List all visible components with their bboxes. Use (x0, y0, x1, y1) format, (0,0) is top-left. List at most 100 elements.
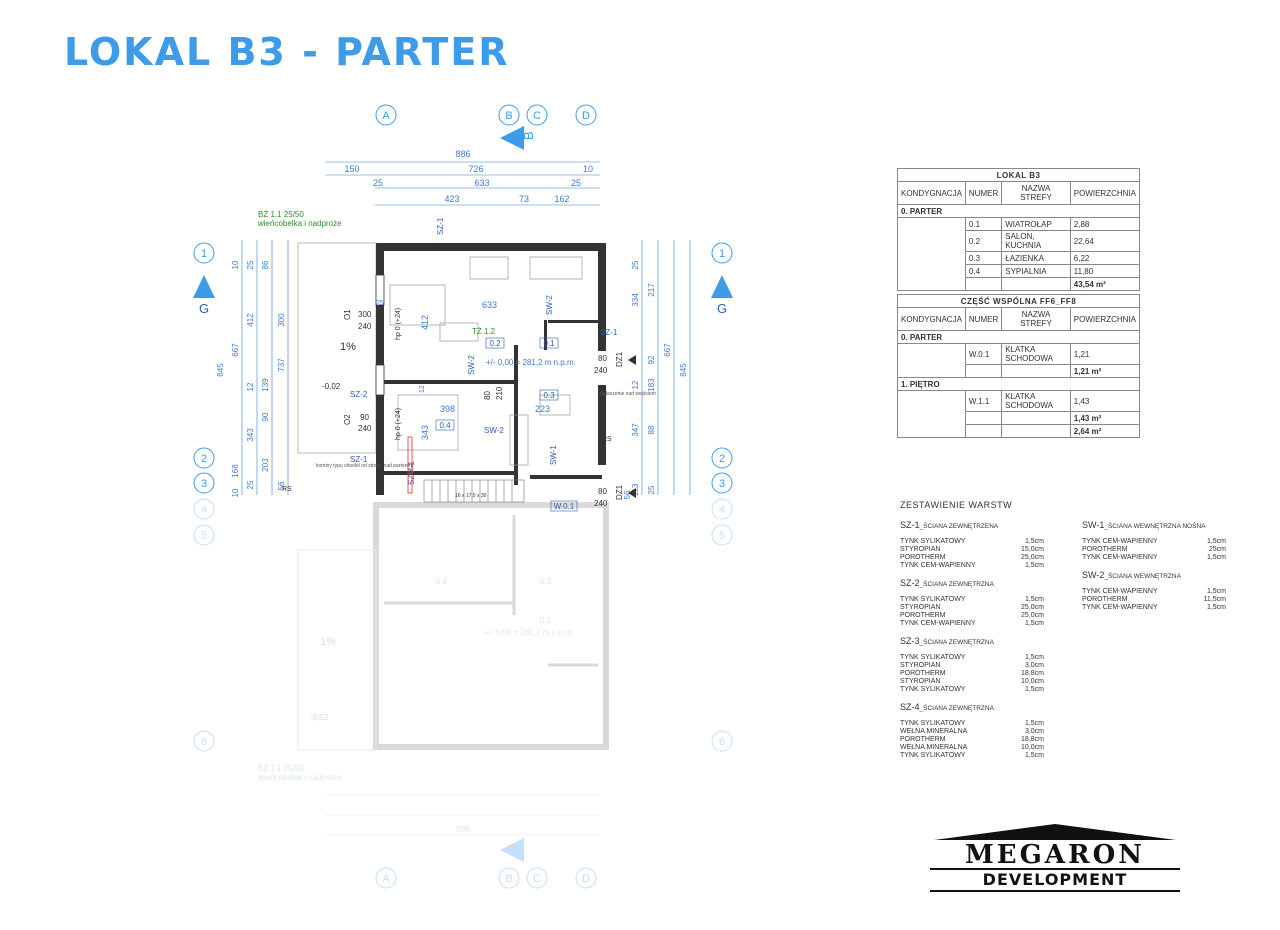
dim-left-10: 10 (231, 260, 240, 269)
dim-right-56: 56 (623, 490, 632, 499)
axis-row-6-right: 6 (711, 730, 733, 752)
col-powierzchnia: POWIERZCHNIA (1069, 181, 1141, 205)
room-dim-223: 223 (535, 404, 550, 414)
axis-row-2-left: 2 (193, 447, 215, 469)
svg-text:-0,02: -0,02 (310, 713, 329, 722)
dim-726: 726 (468, 164, 483, 174)
axis-row-5-right: 5 (711, 524, 733, 546)
col-nazwa-strefy: NAZWA STREFY (1001, 181, 1071, 205)
table-common-title: CZĘŚĆ WSPÓLNA FF6_FF8 (897, 294, 1140, 308)
level-note: +/- 0,00 = 281,2 m n.p.m. (486, 358, 576, 367)
layer-group-title: SZ-1_ŚCIANA ZEWNĘTRZENA (900, 520, 999, 530)
layer-group-title: SW-1_ŚCIANA WEWNĘTRZNA NOŚNA (1082, 520, 1206, 530)
svg-text:0.1: 0.1 (540, 616, 552, 625)
group-parter-2: 0. PARTER (897, 330, 1140, 344)
svg-text:3: 3 (719, 478, 725, 490)
wall-label-sz2: SZ-2 (350, 390, 368, 399)
window-o2 (375, 364, 385, 396)
col-kondygnacja: KONDYGNACJA (897, 181, 966, 205)
vent-note: zadaszenie nad wejściem (599, 391, 656, 397)
axis-row-4-right: 4 (711, 498, 733, 520)
dim-right-347: 347 (631, 423, 640, 437)
table-lokal: LOKAL B3 KONDYGNACJA NUMER NAZWA STREFY … (897, 168, 1141, 291)
door-ext2-width: 80 (598, 487, 607, 496)
col-nazwa-strefy-2: NAZWA STREFY (1001, 307, 1071, 331)
svg-text:BŻ 1.1 25/50: BŻ 1.1 25/50 (258, 764, 304, 773)
dim-423: 423 (444, 194, 459, 204)
door-height: 210 (495, 386, 504, 400)
roof-icon (934, 824, 1176, 840)
axis-top-c: C (526, 104, 548, 126)
table-common: CZĘŚĆ WSPÓLNA FF6_FF8 KONDYGNACJA NUMER … (897, 294, 1141, 438)
wall-label-sw2-a: SW-2 (545, 295, 554, 315)
table-lokal-total: 43,54 m² (1069, 277, 1141, 291)
megaron-logo: MEGARON DEVELOPMENT (930, 822, 1180, 892)
layers-heading: ZESTAWIENIE WARSTW (900, 500, 1013, 510)
opening-dz1: DZ1 (615, 351, 624, 367)
door-ext-height: 240 (594, 366, 608, 375)
rs-label-right: RS (602, 436, 612, 443)
svg-text:4: 4 (719, 504, 725, 516)
wall-label-sw2-b: SW-2 (467, 355, 476, 375)
svg-text:G: G (199, 301, 209, 316)
axis-row-6-left: 6 (193, 730, 215, 752)
door-width: 80 (483, 391, 492, 400)
axis-bottom-c: C (526, 867, 548, 889)
stairs-label: 16 x 17,5 x 30 (455, 493, 487, 499)
side-dimension-lines (241, 240, 691, 495)
col-powierzchnia-2: POWIERZCHNIA (1069, 307, 1141, 331)
table-common-sub1: 1,21 m² (1069, 364, 1141, 378)
svg-text:W.0.1: W.0.1 (554, 502, 575, 511)
opening-dz1-b: DZ1 (615, 484, 624, 500)
room-label-0-3: 0.3 (539, 389, 559, 401)
room-label-w-0-1: W.0.1 (550, 500, 578, 512)
door-ext-width: 80 (598, 354, 607, 363)
dim-73: 73 (519, 194, 529, 204)
page-title: LOKAL B3 - PARTER (64, 30, 510, 74)
wall-label-sz1-top: SZ-1 (436, 217, 445, 235)
dim-right-12: 12 (631, 380, 640, 389)
axis-top-d: D (575, 104, 597, 126)
layer-group-title: SW-2_ŚCIANA WEWNĘTRZNA (1082, 570, 1181, 580)
dim-left-25b: 25 (246, 480, 255, 489)
dim-left-56: 56 (277, 481, 286, 490)
room-dim-398: 398 (440, 404, 455, 414)
svg-text:0.4: 0.4 (436, 577, 448, 586)
svg-text:1%: 1% (320, 636, 336, 648)
axis-row-1-left: 1 (193, 242, 215, 264)
wall-label-szm1: SZM-1 (407, 460, 416, 485)
dim-left-412: 412 (246, 313, 255, 327)
dim-right-334: 334 (631, 293, 640, 307)
dim-right-25b: 25 (647, 485, 656, 494)
svg-text:A: A (382, 110, 390, 122)
dim-left-845: 845 (216, 363, 225, 377)
svg-text:+/- 0,00 = 281,2 m n.p.m.: +/- 0,00 = 281,2 m n.p.m. (484, 628, 574, 637)
dim-left-203: 203 (261, 458, 270, 472)
dim-left-139: 139 (261, 378, 270, 392)
dim-150: 150 (344, 164, 359, 174)
svg-text:0.4: 0.4 (439, 421, 451, 430)
axis-bottom-a: A (375, 867, 397, 889)
window-o1-width: 300 (358, 310, 372, 319)
table-common-total: 2,64 m² (1069, 424, 1141, 438)
top-dimension-lines (325, 161, 600, 206)
floor-plan: A B C D B 886 150 726 10 25 633 25 423 7… (193, 104, 733, 889)
dim-25a: 25 (373, 178, 383, 188)
dim-right-667: 667 (663, 343, 672, 357)
room-label-0-4: 0.4 (435, 419, 455, 431)
svg-text:0.1: 0.1 (543, 339, 555, 348)
dim-left-86: 86 (261, 260, 270, 269)
dim-right-845: 845 (679, 363, 688, 377)
